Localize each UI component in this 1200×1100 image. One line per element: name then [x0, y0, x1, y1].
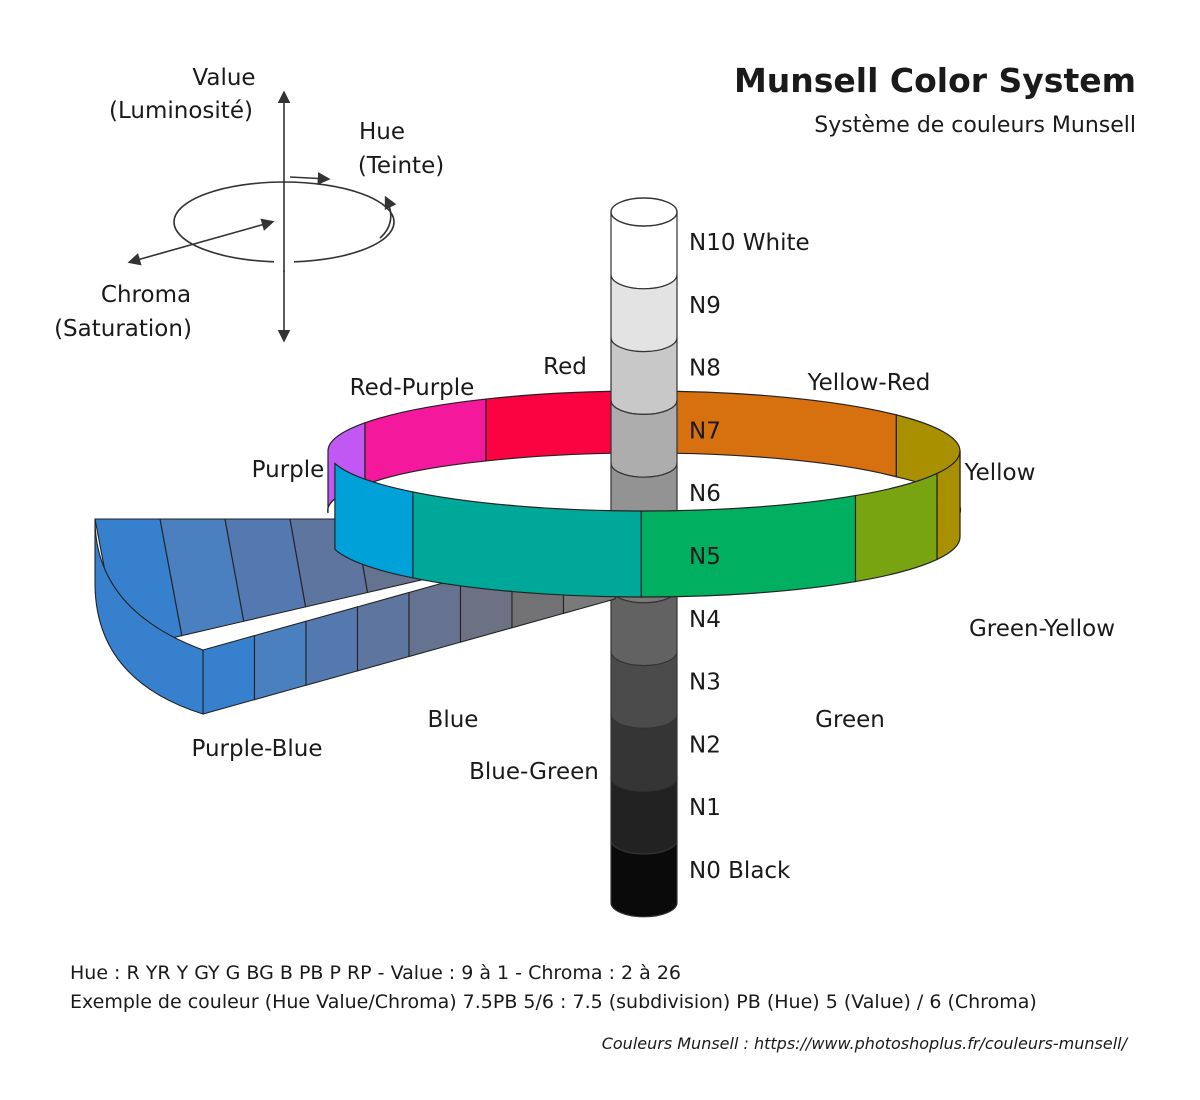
hue-label-red-purple: Red-Purple	[350, 375, 475, 401]
footer-note-line1: Hue : R YR Y GY G BG B PB P RP - Value :…	[70, 962, 681, 984]
value-label-n7: N7	[689, 418, 721, 444]
hue-label-yellow-red: Yellow-Red	[807, 370, 931, 396]
hue-band-front-green-yellow	[854, 472, 938, 583]
value-band-n0-black	[610, 839, 678, 918]
value-label-n1: N1	[689, 795, 721, 821]
hue-label-green: Green	[815, 707, 885, 733]
value-axis-label-fr: (Luminosité)	[109, 98, 253, 124]
chroma-step-front-5	[408, 577, 462, 658]
hue-ring-back	[327, 390, 962, 514]
hue-label-blue: Blue	[428, 707, 479, 733]
hue-arrow-right	[379, 195, 397, 239]
value-label-n5: N5	[689, 544, 721, 570]
value-label-n2: N2	[689, 732, 721, 758]
hue-axis-label-fr: (Teinte)	[358, 153, 444, 179]
hue-band-back-red-purple	[364, 398, 487, 486]
axis-legend: Value (Luminosité) Hue (Teinte) Chroma (…	[54, 65, 444, 343]
hue-arrow-top	[289, 172, 331, 185]
diagram-title: Munsell Color System	[734, 61, 1136, 100]
chroma-axis-label-fr: (Saturation)	[54, 316, 192, 342]
diagram-subtitle: Système de couleurs Munsell	[814, 113, 1136, 138]
chroma-step-front-3	[305, 606, 359, 686]
value-label-n8: N8	[689, 356, 721, 382]
chroma-step-front-2	[253, 620, 307, 701]
value-label-n6: N6	[689, 481, 721, 507]
hue-label-yellow: Yellow	[964, 460, 1036, 486]
value-label-n10-white: N10 White	[689, 230, 810, 256]
chroma-axis-arrow	[127, 218, 275, 266]
hue-band-front-blue	[334, 462, 414, 579]
value-label-n4: N4	[689, 607, 721, 633]
hue-band-front-blue-green	[412, 491, 642, 598]
hue-axis-label: Hue	[359, 119, 405, 145]
hue-band-back-yellow-red	[646, 390, 897, 478]
value-label-n0-black: N0 Black	[689, 858, 791, 884]
hue-ring-front	[334, 450, 961, 598]
chroma-slice-outer-face	[94, 518, 204, 715]
footer-note-line2: Exemple de couleur (Hue Value/Chroma) 7.…	[70, 991, 1037, 1013]
value-cylinder-cap	[610, 197, 678, 227]
value-cylinder-lower	[610, 525, 678, 918]
chroma-step-front-4	[356, 591, 410, 672]
hue-label-purple: Purple	[252, 457, 325, 483]
footer-credit: Couleurs Munsell : https://www.photoshop…	[602, 1034, 1129, 1053]
hue-label-blue-green: Blue-Green	[469, 759, 599, 785]
value-label-n9: N9	[689, 293, 721, 319]
hue-label-green-yellow: Green-Yellow	[969, 616, 1115, 642]
value-cylinder-upper	[610, 197, 678, 541]
hue-band-front-green	[640, 494, 857, 598]
chroma-step-front-1	[202, 634, 256, 715]
value-label-n3: N3	[689, 670, 721, 696]
hue-label-red: Red	[543, 354, 587, 380]
value-axis-label: Value	[192, 65, 255, 91]
chroma-axis-label: Chroma	[101, 282, 191, 308]
hue-label-purple-blue: Purple-Blue	[191, 736, 322, 762]
